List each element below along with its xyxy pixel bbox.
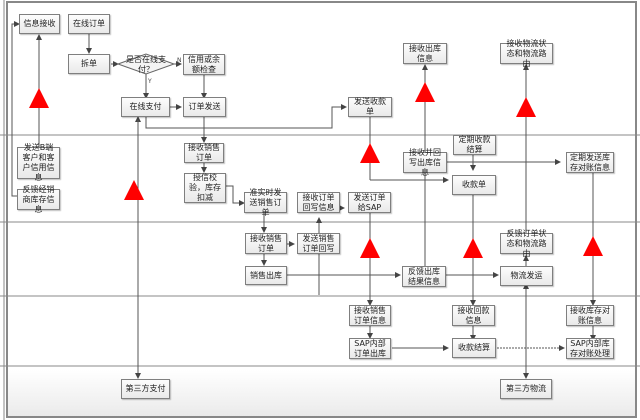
node-order-send[interactable]: 订单发送	[183, 97, 226, 117]
node-realtime-send-order[interactable]: 准实时发送销售订单	[244, 188, 287, 217]
decision-diamond	[116, 53, 176, 75]
node-credit-verify-stock[interactable]: 授信校验，库存扣减	[184, 173, 226, 203]
decision-yes-label: Y	[148, 78, 152, 85]
node-online-order[interactable]: 在线订单	[68, 14, 110, 34]
decision-no-label: N	[177, 57, 182, 64]
node-feedback-dealer-stock[interactable]: 反馈经销商库存信息	[17, 185, 60, 214]
node-recv-stock-recon[interactable]: 接收库存对账信息	[566, 305, 614, 326]
red-triangle-marker	[583, 236, 603, 256]
node-send-receipt[interactable]: 发送收款单	[348, 97, 392, 117]
node-recv-payment-info[interactable]: 接收回款信息	[452, 305, 495, 326]
node-receipt[interactable]: 收款单	[452, 175, 496, 195]
node-logistics-ship[interactable]: 物流发运	[500, 266, 553, 286]
node-send-b2b-credit[interactable]: 发送B端客户和客户信用信息	[17, 143, 60, 182]
node-third-party-logistics[interactable]: 第三方物流	[500, 379, 552, 399]
red-triangle-marker	[360, 238, 380, 258]
red-triangle-marker	[124, 180, 144, 200]
node-third-party-pay[interactable]: 第三方支付	[121, 379, 170, 399]
node-recv-logistics[interactable]: 接收物流状态和物流路由	[500, 39, 553, 68]
node-sap-internal-out[interactable]: SAP内部订单出库	[349, 338, 391, 359]
node-recv-sales-order-info[interactable]: 接收销售订单信息	[349, 305, 391, 326]
red-triangle-marker	[29, 88, 49, 108]
node-split-order[interactable]: 拆单	[68, 54, 110, 74]
node-recv-sales-order-2[interactable]: 接收销售订单	[245, 233, 287, 254]
node-feedback-order-status[interactable]: 反馈订单状态和物流路由	[500, 229, 553, 258]
node-recv-order-writeback[interactable]: 接收订单回写信息	[297, 192, 340, 213]
red-triangle-marker	[360, 143, 380, 163]
node-sales-out[interactable]: 销售出库	[245, 266, 287, 285]
node-periodic-settle[interactable]: 定期收款结算	[453, 135, 496, 155]
node-recv-writeback-out[interactable]: 接收并回写出库信息	[403, 148, 447, 177]
node-info-receive[interactable]: 信息接收	[19, 14, 60, 34]
red-triangle-marker	[415, 82, 435, 102]
node-send-order-sap[interactable]: 发送订单给SAP	[348, 192, 391, 213]
decision-is-online-pay[interactable]: 是否在线支付？	[126, 55, 166, 74]
node-feedback-out-result[interactable]: 反馈出库结果信息	[402, 266, 446, 287]
node-payment-settle[interactable]: 收款结算	[452, 338, 496, 358]
red-triangle-marker	[463, 238, 483, 258]
node-sap-stock-recon[interactable]: SAP内部库存对账处理	[566, 338, 614, 359]
node-credit-check[interactable]: 信用或余额检查	[183, 54, 225, 75]
node-recv-sales-order[interactable]: 接收销售订单	[184, 143, 224, 163]
node-send-order-writeback[interactable]: 发送销售订单回写	[297, 233, 340, 254]
red-triangle-marker	[516, 97, 536, 117]
node-recv-out-info[interactable]: 接收出库信息	[403, 43, 447, 64]
node-online-pay[interactable]: 在线支付	[121, 97, 170, 117]
node-periodic-stock-recon[interactable]: 定期发送库存对账信息	[566, 152, 614, 173]
